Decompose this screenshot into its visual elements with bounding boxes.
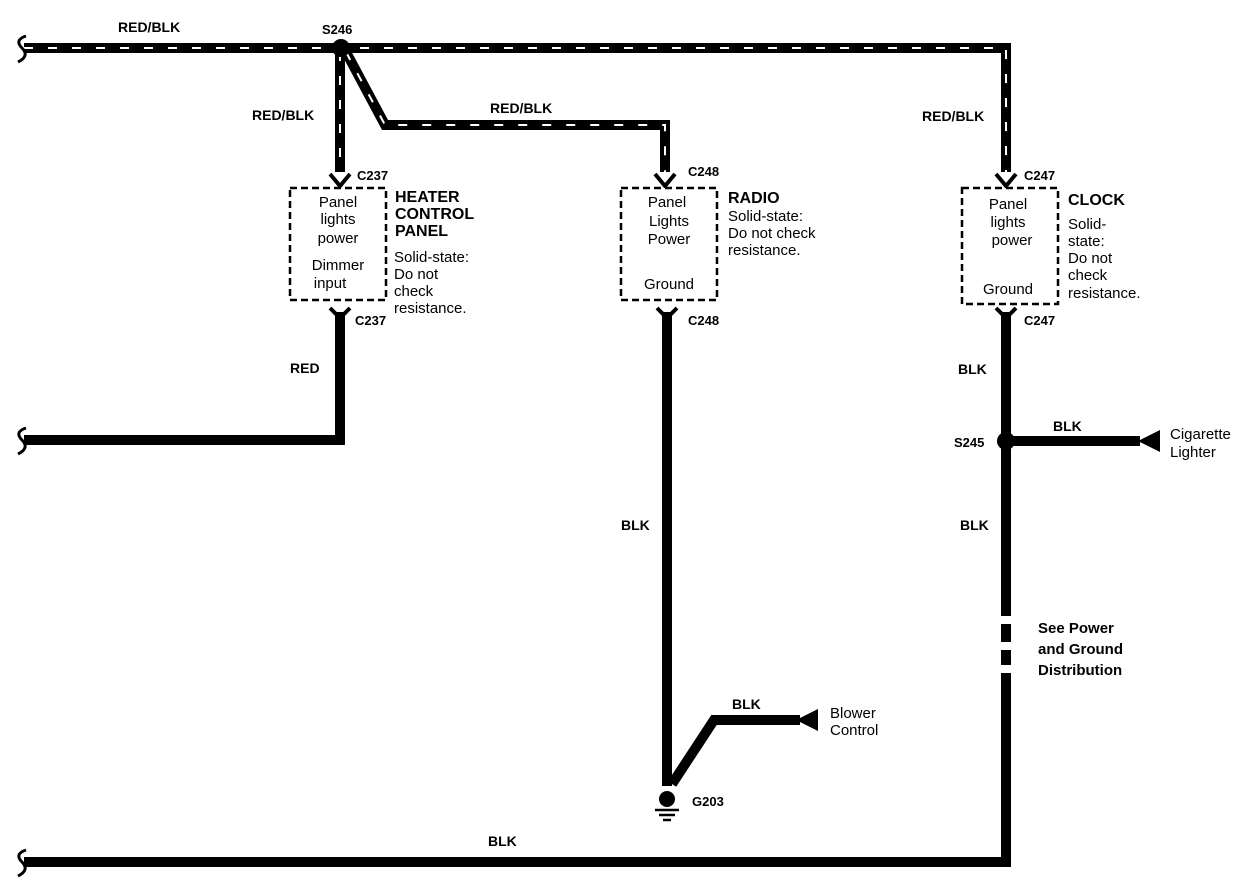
heater-name: CONTROL: [395, 206, 474, 223]
radio-pin-label: Lights: [649, 213, 689, 230]
wire-label: RED/BLK: [490, 100, 552, 116]
heater-note: resistance.: [394, 300, 467, 317]
radio-note: Solid-state:: [728, 208, 803, 225]
wire-label: RED: [290, 360, 320, 376]
radio-box: [619, 186, 719, 302]
connector-c248-top-icon: [653, 172, 677, 190]
radio-pin-label: Panel: [648, 194, 686, 211]
clock-pin-label: power: [992, 232, 1033, 249]
connector-c248-bottom-icon: [655, 306, 679, 321]
lighter-connector-icon: [1138, 430, 1160, 452]
connector-label: C247: [1024, 168, 1055, 183]
see-power-ground-note: and Ground: [1038, 641, 1123, 658]
splice-label: S245: [954, 435, 984, 450]
wire-label: BLK: [488, 833, 517, 849]
heater-pin-label: power: [318, 230, 359, 247]
radio-pin-label: Ground: [644, 276, 694, 293]
blower-control-label: Control: [830, 722, 878, 739]
heater-note: Do not: [394, 266, 439, 283]
heater-name: HEATER: [395, 189, 460, 206]
wire-break-icon: [17, 848, 27, 878]
radio-pin-label: Power: [648, 231, 691, 248]
clock-note: state:: [1068, 233, 1105, 250]
connector-label: C247: [1024, 313, 1055, 328]
connector-c237-bottom-icon: [328, 306, 352, 321]
radio-name: RADIO: [728, 190, 780, 207]
connector-label: C248: [688, 164, 719, 179]
connector-label: C237: [357, 168, 388, 183]
heater-control-panel-box: [288, 186, 388, 302]
ground-terminal-icon: [659, 791, 675, 807]
heater-pin-label: lights: [320, 211, 355, 228]
blower-connector-icon: [796, 709, 818, 731]
connector-c247-top-icon: [994, 172, 1018, 190]
connector-c247-bottom-icon: [994, 306, 1018, 321]
clock-note: Do not: [1068, 250, 1113, 267]
cigarette-lighter-label: Lighter: [1170, 444, 1216, 461]
wire-bottom-ground: [24, 673, 1011, 867]
see-power-ground-note: See Power: [1038, 620, 1114, 637]
radio-note: resistance.: [728, 242, 801, 259]
wire-blower: [667, 715, 800, 787]
connector-label: C237: [355, 313, 386, 328]
clock-box: [960, 186, 1060, 306]
clock-note: resistance.: [1068, 285, 1141, 302]
wire-label: RED/BLK: [922, 108, 984, 124]
radio-note: Do not check: [728, 225, 816, 242]
see-power-ground-note: Distribution: [1038, 662, 1122, 679]
heater-note: check: [394, 283, 434, 300]
wire-label: BLK: [960, 517, 989, 533]
splice-s245-icon: [997, 432, 1015, 450]
wire-heater-red: [24, 312, 345, 445]
clock-pin-label: Ground: [983, 281, 1033, 298]
wire-label: BLK: [1053, 418, 1082, 434]
splice-label: S246: [322, 22, 352, 37]
heater-name: PANEL: [395, 223, 448, 240]
heater-pin-label: input: [314, 275, 347, 292]
wire-break-icon: [17, 426, 27, 456]
ground-label: G203: [692, 794, 724, 809]
clock-note: Solid-: [1068, 216, 1106, 233]
clock-note: check: [1068, 267, 1108, 284]
heater-pin-label: Panel: [319, 194, 357, 211]
wire-label: BLK: [958, 361, 987, 377]
cigarette-lighter-label: Cigarette: [1170, 426, 1231, 443]
connector-label: C248: [688, 313, 719, 328]
wire-label: BLK: [732, 696, 761, 712]
connector-c237-top-icon: [328, 172, 352, 190]
wire-label: RED/BLK: [118, 19, 180, 35]
splice-s246-icon: [332, 39, 350, 57]
wire-break-icon: [17, 34, 27, 64]
wire-label: BLK: [621, 517, 650, 533]
clock-name: CLOCK: [1068, 192, 1125, 209]
blower-control-label: Blower: [830, 705, 876, 722]
wire-label: RED/BLK: [252, 107, 314, 123]
clock-pin-label: lights: [990, 214, 1025, 231]
heater-note: Solid-state:: [394, 249, 469, 266]
clock-pin-label: Panel: [989, 196, 1027, 213]
heater-pin-label: Dimmer: [312, 257, 365, 274]
